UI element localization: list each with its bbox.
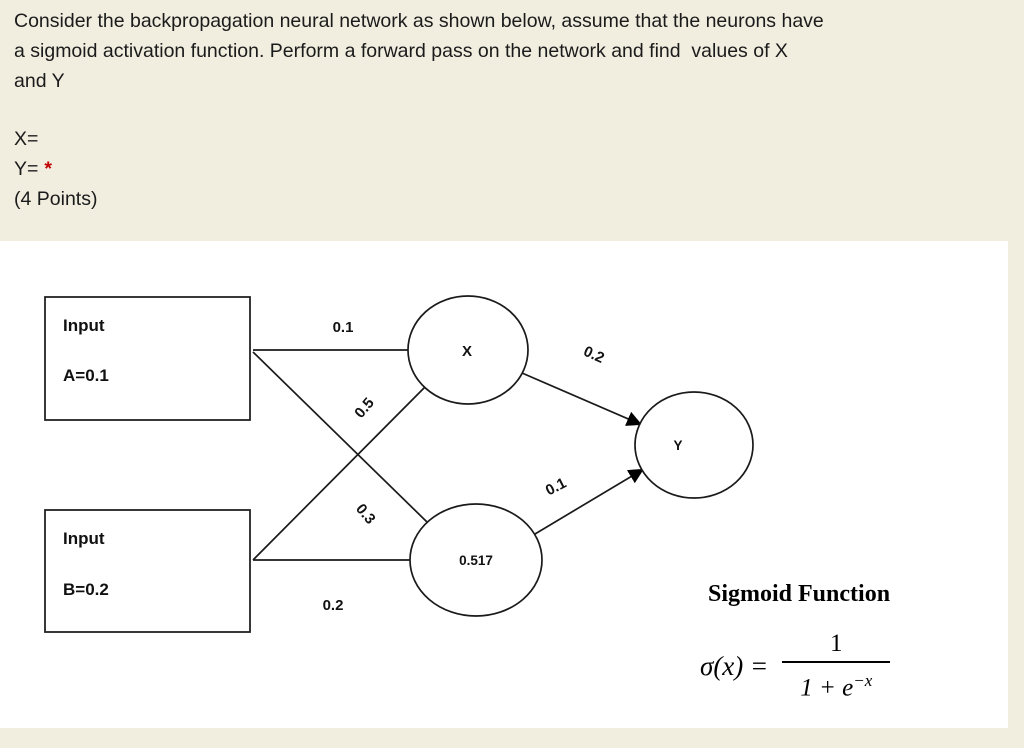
network-diagram: Input A=0.1 Input B=0.2 X 0.517 Y 0.1 0.… [44, 295, 754, 633]
weight-a-x: 0.1 [333, 319, 354, 336]
question-text: Consider the backpropagation neural netw… [14, 6, 1004, 96]
diagram-panel: Input A=0.1 Input B=0.2 X 0.517 Y 0.1 0.… [0, 241, 1008, 728]
question-line-3: and Y [14, 70, 65, 92]
formula-numerator: 1 [830, 630, 843, 657]
x-answer-label: X= [14, 128, 39, 150]
neuron-y-circle [634, 391, 754, 499]
weight-hidden-y: 0.1 [543, 475, 569, 500]
input-a-box [44, 296, 251, 421]
weight-a-hidden: 0.3 [352, 501, 378, 528]
edge-hidden-to-y [534, 468, 644, 535]
sigmoid-formula: σ(x) = 1 1 + e−x [700, 629, 891, 704]
edge-x-to-y [521, 372, 643, 426]
neuron-x-circle [407, 295, 529, 405]
formula-lhs: σ(x) = [700, 651, 769, 682]
input-a-title: Input [63, 316, 105, 335]
y-answer-label: Y=* [14, 154, 97, 184]
question-line-1: Consider the backpropagation neural netw… [14, 10, 824, 32]
edge-b-to-x [252, 386, 426, 561]
formula-fraction: 1 1 + e−x [782, 629, 891, 704]
fraction-bar [782, 661, 891, 663]
input-a-value: A=0.1 [63, 366, 109, 385]
sigmoid-function-title: Sigmoid Function [708, 581, 891, 607]
denominator-exponent: −x [853, 671, 873, 690]
y-label-text: Y= [14, 158, 39, 180]
weight-b-x: 0.5 [351, 395, 377, 422]
weight-x-y: 0.2 [581, 343, 607, 367]
input-b-value: B=0.2 [63, 580, 109, 599]
neuron-x-label: X [462, 343, 472, 360]
neuron-hidden-circle [409, 503, 543, 617]
input-b-box [44, 509, 251, 633]
question-line-2: a sigmoid activation function. Perform a… [14, 40, 788, 62]
input-b-title: Input [63, 529, 105, 548]
answer-labels: X= Y=* (4 Points) [14, 124, 97, 214]
neuron-y-label: Y [673, 438, 682, 453]
edge-a-to-hidden [252, 351, 428, 523]
points-label: (4 Points) [14, 188, 98, 210]
neuron-hidden-label: 0.517 [459, 553, 493, 568]
required-asterisk: * [44, 158, 52, 180]
denominator-base: 1 + e [800, 674, 854, 702]
weight-b-hidden: 0.2 [323, 597, 344, 614]
formula-denominator: 1 + e−x [800, 665, 872, 704]
